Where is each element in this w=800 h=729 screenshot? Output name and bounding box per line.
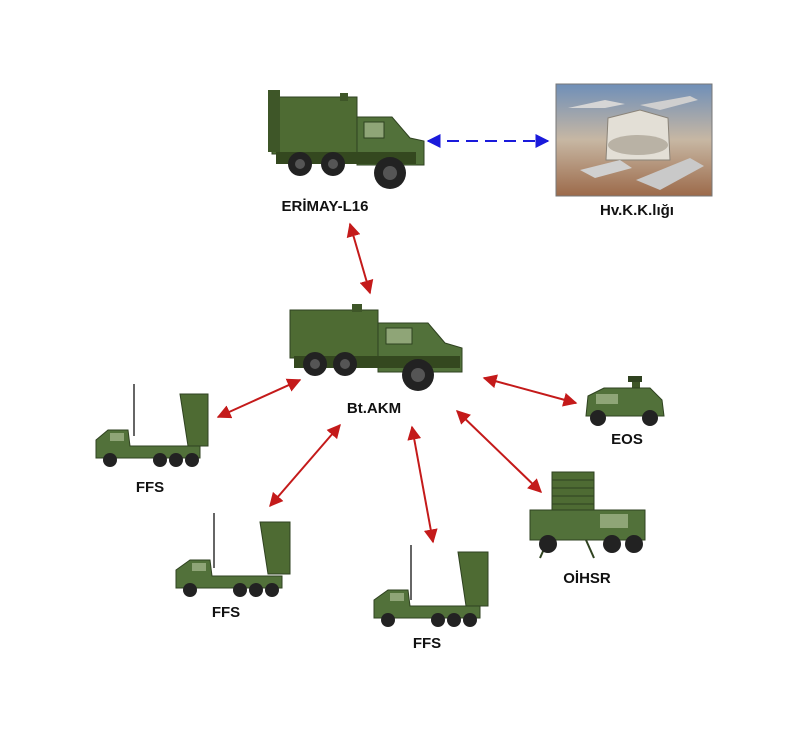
link-btakm-ffs-bottom-left [269,423,341,508]
link-erimay-btakm [346,222,374,295]
jet-icon [580,160,632,178]
hvkk-picture [555,83,713,197]
link-btakm-oihsr [455,410,543,493]
eos-label: EOS [611,431,643,448]
jet-icon [640,96,698,110]
ffs-bottom-left-label: FFS [211,604,241,621]
ffs-bottom-left-launcher-image [175,513,291,597]
links [216,134,578,544]
erimay-truck-image [268,90,425,189]
eos-vehicle-image [585,376,665,426]
hvkk-label: Hv.K.K.lığı [600,202,674,219]
link-btakm-eos [482,374,578,407]
ffs-bottom-center-label: FFS [412,635,442,652]
jet-icon [636,158,704,190]
oihsr-radar-image [529,471,646,559]
ffs-bottom-center-launcher-image [373,545,489,627]
oihsr-label: OİHSR [563,570,611,587]
btakm-label: Bt.AKM [346,400,402,417]
ffs-left-launcher-image [95,384,209,467]
btakm-truck-image [289,304,463,391]
jet-icon [568,100,625,108]
link-btakm-ffs-left [216,378,302,419]
link-btakm-ffs-bottom-center [407,425,438,544]
erimay-label: ERİMAY-L16 [281,198,369,215]
ffs-left-label: FFS [135,479,165,496]
